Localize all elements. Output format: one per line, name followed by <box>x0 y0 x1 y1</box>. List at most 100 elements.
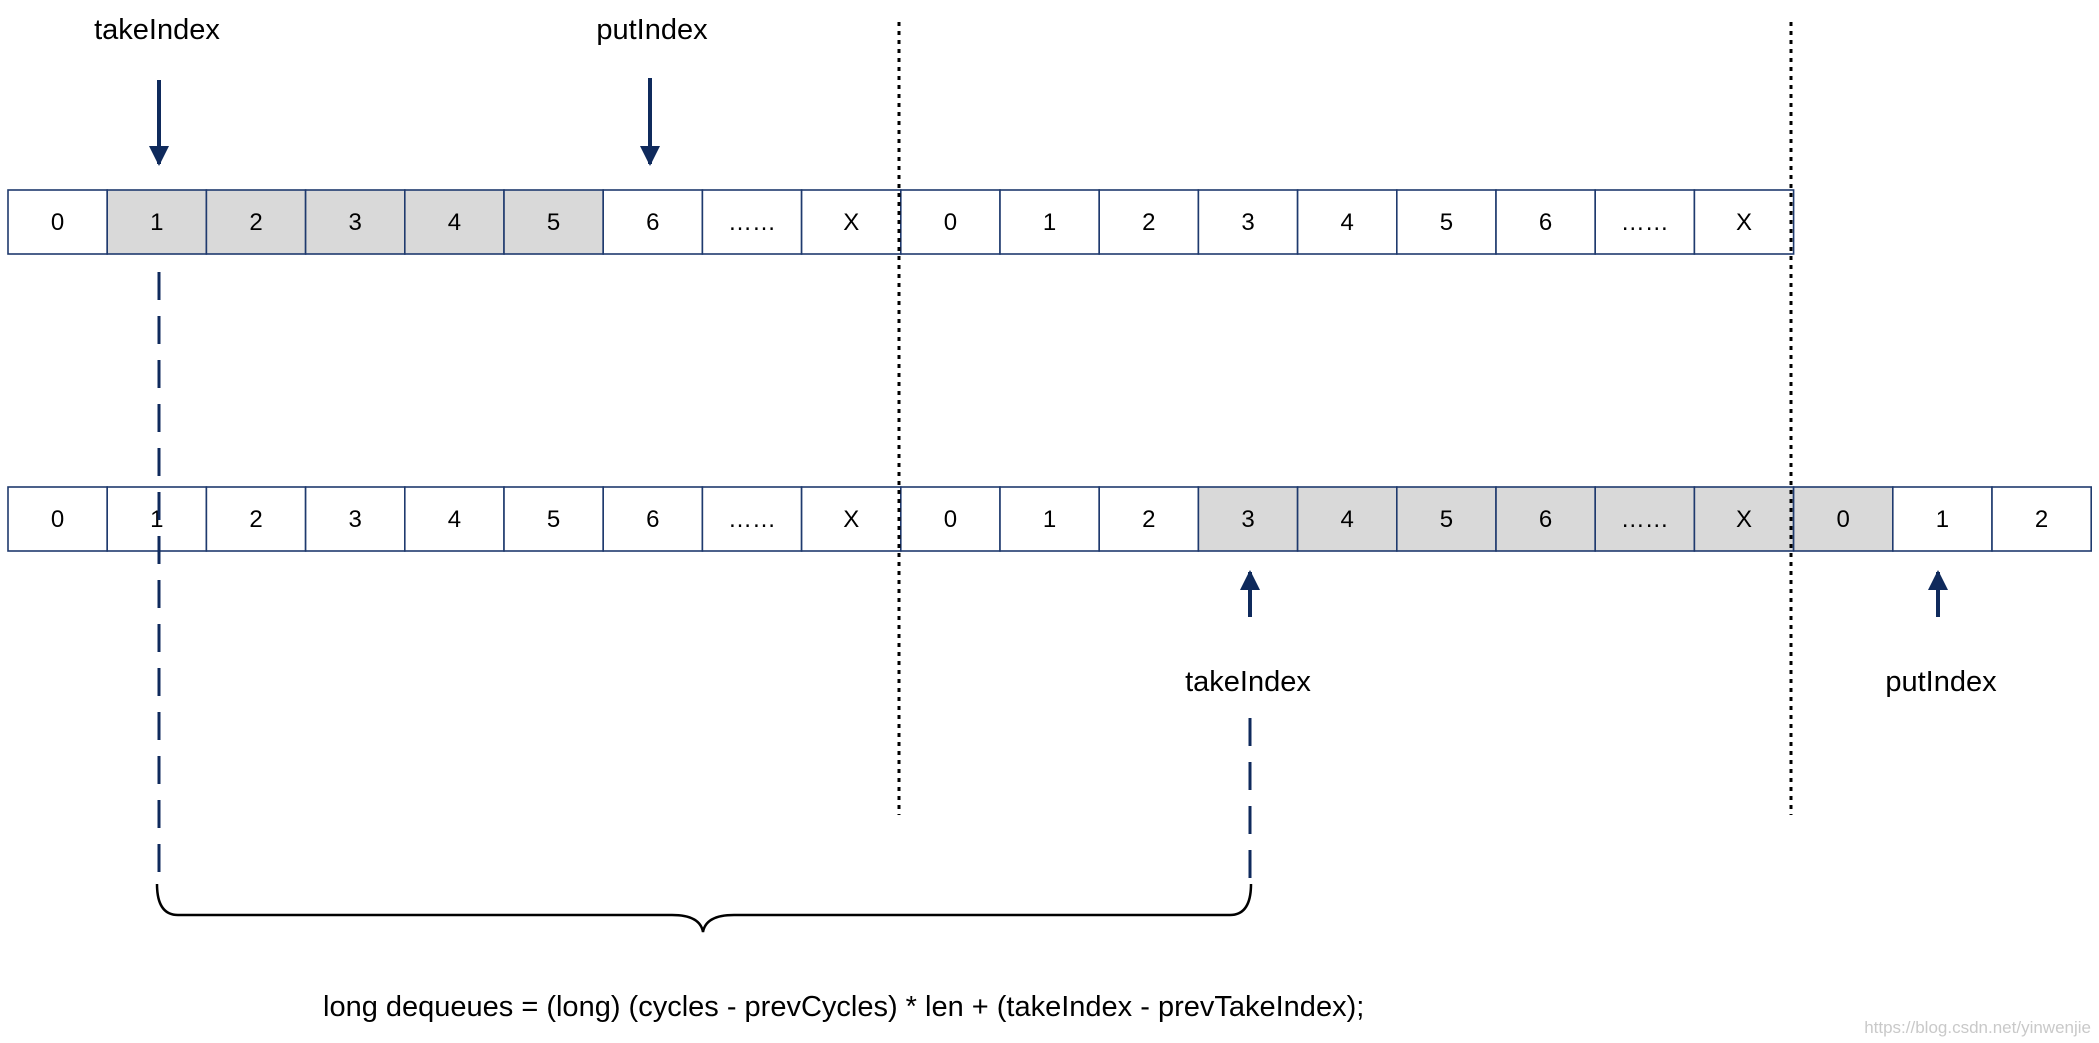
array-cell-label: 3 <box>349 209 362 236</box>
array-cell: 4 <box>403 189 505 255</box>
array-cell-box <box>800 486 902 552</box>
array-cell-label: 6 <box>646 209 659 236</box>
array-cell: …… <box>701 189 803 255</box>
array-cell: 0 <box>7 486 108 552</box>
array-cell: 2 <box>1098 486 1200 552</box>
array-cell-label: 4 <box>448 209 461 236</box>
array-cell: 2 <box>1991 486 2092 552</box>
array-cell-box <box>503 486 604 552</box>
array-cell-label: …… <box>728 209 776 236</box>
array-cell-label: 2 <box>249 506 262 533</box>
array-cell-box <box>1296 189 1398 255</box>
array-cell: X <box>1693 189 1795 255</box>
array-cell-box <box>1495 189 1596 255</box>
bottom-take-index-label: takeIndex <box>1185 666 1311 698</box>
array-cell-box <box>1693 486 1795 552</box>
array-cell-box <box>205 189 307 255</box>
array-cell-box <box>304 486 406 552</box>
array-cell-box <box>999 189 1100 255</box>
array-cell-label: 4 <box>1341 506 1354 533</box>
array-cell-box <box>1892 486 1993 552</box>
array-cell-label: 5 <box>1440 209 1453 236</box>
array-cell: 0 <box>899 189 1001 255</box>
array-cell-label: 5 <box>547 209 560 236</box>
array-cell-box <box>304 189 406 255</box>
array-cell-label: 0 <box>1837 506 1850 533</box>
array-cell: 1 <box>106 189 208 255</box>
array-cell: 3 <box>304 486 406 552</box>
array-cell: …… <box>1594 486 1696 552</box>
array-cell: 2 <box>1098 189 1200 255</box>
array-cell: 5 <box>1396 189 1497 255</box>
array-cell-box <box>1693 189 1795 255</box>
array-cell: 3 <box>1197 486 1299 552</box>
array-cell: 0 <box>1792 486 1894 552</box>
array-cell-label: X <box>843 506 859 533</box>
array-cell-label: 5 <box>1440 506 1453 533</box>
array-cell-label: 2 <box>2035 506 2048 533</box>
array-cell-label: 1 <box>150 506 163 533</box>
array-cell: 6 <box>1495 189 1596 255</box>
array-cell-box <box>899 189 1001 255</box>
array-cell-label: 6 <box>646 506 659 533</box>
array-cell: 0 <box>7 189 108 255</box>
array-cell-box <box>701 189 803 255</box>
array-cell-box <box>1991 486 2092 552</box>
array-cell: 1 <box>106 486 208 552</box>
array-cell-box <box>1296 486 1398 552</box>
array-cell: 4 <box>1296 189 1398 255</box>
array-cell-label: 3 <box>1241 506 1254 533</box>
top-put-index-label: putIndex <box>596 14 708 46</box>
array-cell-label: 0 <box>51 209 64 236</box>
array-cell: …… <box>1594 189 1696 255</box>
array-cell: 5 <box>503 486 604 552</box>
bottom-put-index-label: putIndex <box>1885 666 1997 698</box>
array-cell-box <box>1594 189 1696 255</box>
array-cell-box <box>1396 486 1497 552</box>
array-cell: 6 <box>1495 486 1596 552</box>
bottom-array-row: 0 1 2 3 4 5 6 …… X 0 1 2 3 4 5 6 …… X 0 1 2 <box>7 486 2092 552</box>
array-cell-label: 2 <box>249 209 262 236</box>
array-cell-box <box>403 486 505 552</box>
array-cell: 0 <box>899 486 1001 552</box>
array-cell: 2 <box>205 486 307 552</box>
watermark: https://blog.csdn.net/yinwenjie <box>1864 1018 2091 1037</box>
array-cell-label: 2 <box>1142 506 1155 533</box>
array-cell: 6 <box>602 189 704 255</box>
array-cell-label: 1 <box>1043 506 1056 533</box>
array-cell-box <box>1594 486 1696 552</box>
array-cell-label: 3 <box>1241 209 1254 236</box>
array-cell: 4 <box>403 486 505 552</box>
array-cell-label: …… <box>728 506 776 533</box>
array-cell-box <box>106 189 208 255</box>
array-cell-label: 6 <box>1539 506 1552 533</box>
array-cell-label: 0 <box>944 506 957 533</box>
array-cell-label: X <box>1736 506 1752 533</box>
array-cell-label: 6 <box>1539 209 1552 236</box>
array-cell-label: X <box>843 209 859 236</box>
array-cell: X <box>1693 486 1795 552</box>
array-cell-box <box>7 189 108 255</box>
array-cell: X <box>800 486 902 552</box>
array-cell-label: …… <box>1621 209 1669 236</box>
array-cell-box <box>701 486 803 552</box>
array-cell: 5 <box>1396 486 1497 552</box>
array-cell-label: 2 <box>1142 209 1155 236</box>
array-cell-label: 1 <box>150 209 163 236</box>
array-cell-label: 0 <box>51 506 64 533</box>
array-cell: 3 <box>304 189 406 255</box>
array-cell: …… <box>701 486 803 552</box>
array-cell-label: X <box>1736 209 1752 236</box>
array-cell-label: 4 <box>1341 209 1354 236</box>
dequeue-span-brace <box>155 883 1253 933</box>
array-cell-label: 4 <box>448 506 461 533</box>
array-cell-box <box>1098 486 1200 552</box>
array-cell-label: 1 <box>1936 506 1949 533</box>
array-cell-label: 5 <box>547 506 560 533</box>
array-cell: 5 <box>503 189 604 255</box>
array-cell: 1 <box>1892 486 1993 552</box>
array-cell-box <box>602 189 704 255</box>
top-take-index-label: takeIndex <box>94 14 220 46</box>
